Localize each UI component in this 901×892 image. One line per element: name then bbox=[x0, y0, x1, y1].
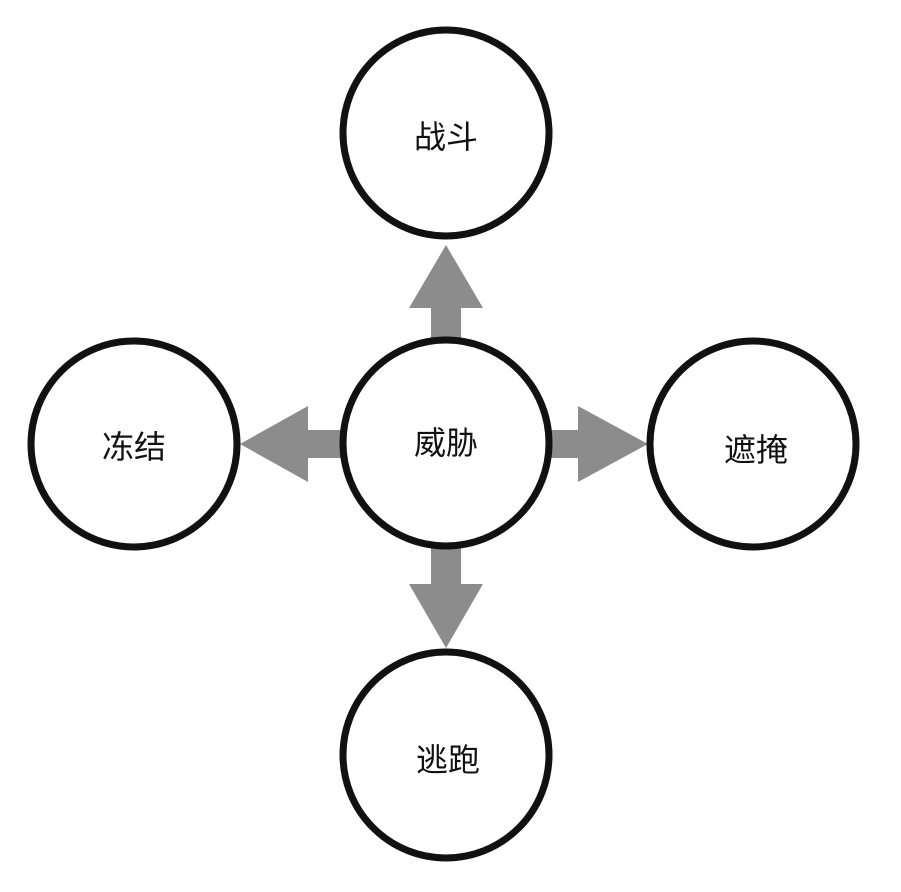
node-top-label: 战斗 bbox=[414, 118, 478, 156]
node-center: 威胁 bbox=[339, 336, 553, 550]
node-right-circle bbox=[646, 337, 860, 551]
arrow-to-bottom bbox=[409, 545, 483, 648]
node-bottom-label: 逃跑 bbox=[416, 741, 480, 779]
node-bottom-circle bbox=[339, 648, 553, 862]
arrow-to-top bbox=[409, 245, 483, 345]
node-top: 战斗 bbox=[339, 26, 553, 240]
node-center-circle bbox=[339, 336, 553, 550]
node-bottom: 逃跑 bbox=[339, 648, 553, 862]
arrow-to-right bbox=[545, 406, 648, 482]
node-right: 遮掩 bbox=[646, 337, 860, 551]
arrow-to-left bbox=[240, 406, 345, 482]
node-left-label: 冻结 bbox=[102, 428, 166, 466]
node-left: 冻结 bbox=[27, 337, 241, 551]
arrow-right-shape bbox=[545, 406, 648, 482]
node-left-circle bbox=[27, 337, 241, 551]
node-right-label: 遮掩 bbox=[724, 431, 788, 469]
arrow-left-shape bbox=[240, 406, 345, 482]
arrow-down-shape bbox=[409, 545, 483, 648]
node-center-label: 威胁 bbox=[414, 424, 478, 462]
node-top-circle bbox=[339, 26, 553, 240]
arrow-up-shape bbox=[409, 245, 483, 345]
